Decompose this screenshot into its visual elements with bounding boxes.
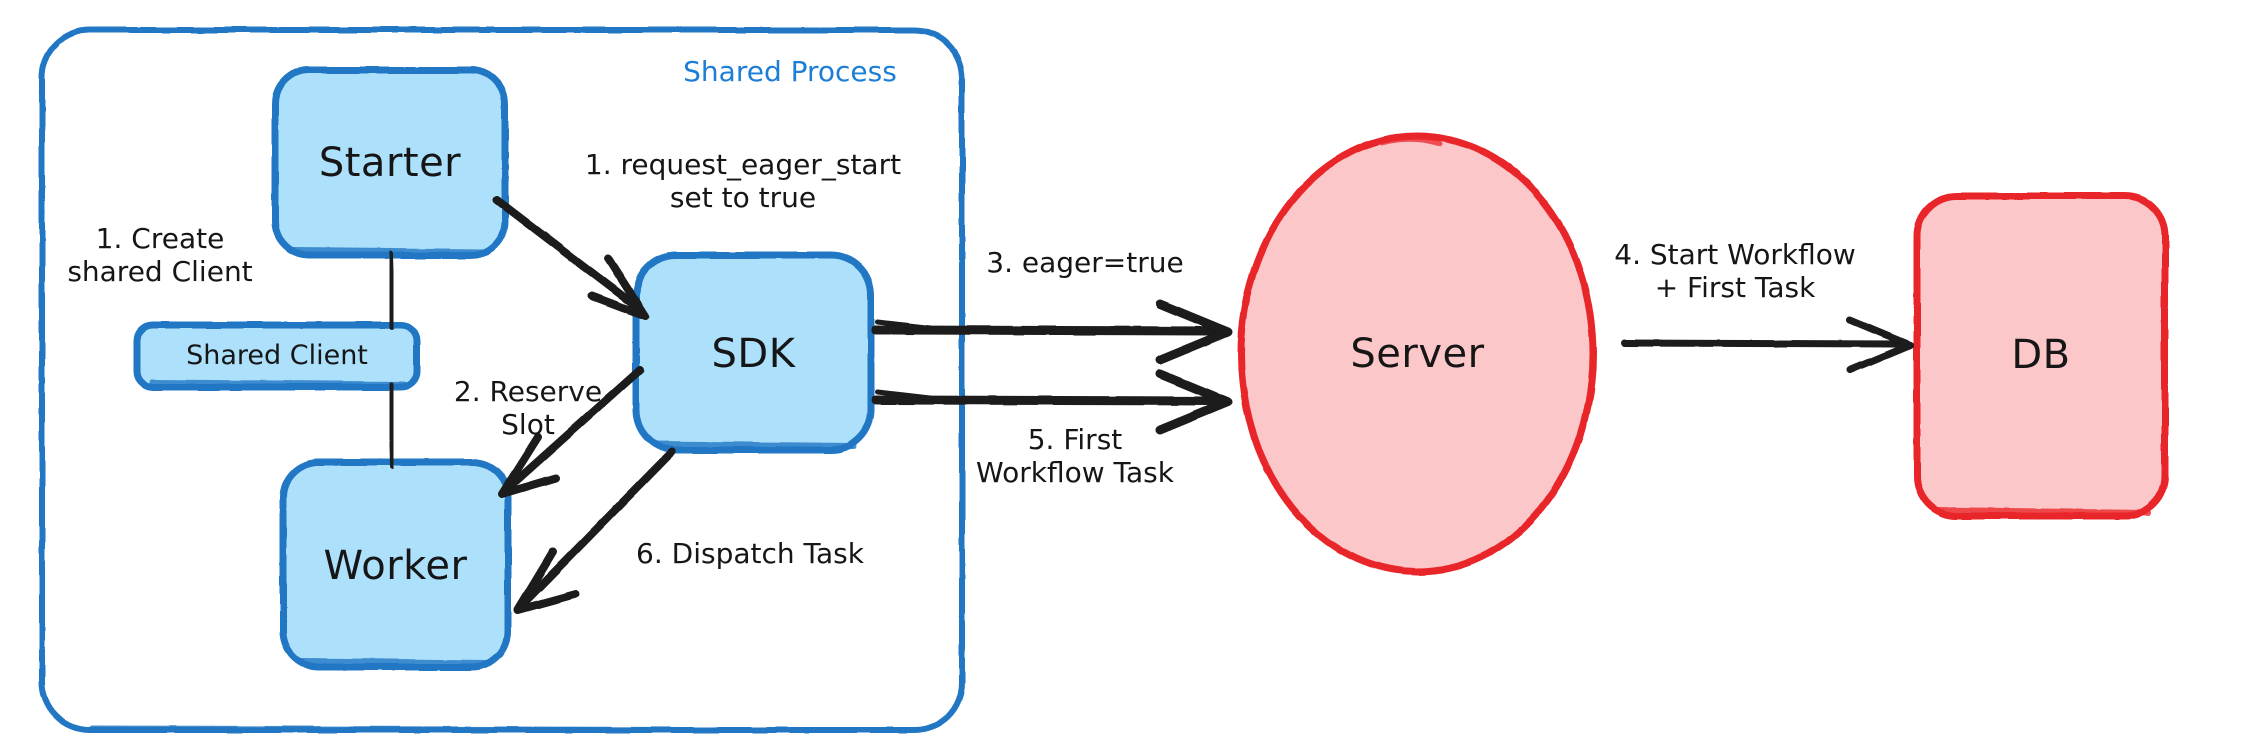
edge-start-workflow [1621,316,1914,374]
edge-create-shared-client [387,251,396,469]
node-sdk[interactable] [632,251,875,454]
hitbox-node-db[interactable] [1917,196,2165,516]
node-shared-client[interactable] [133,321,421,391]
node-server[interactable] [1237,132,1597,576]
hitbox-node-worker[interactable] [283,462,508,667]
hitbox-node-server[interactable] [1241,136,1593,572]
node-db[interactable] [1913,192,2169,520]
edge-eager-true [871,299,1233,365]
hitbox-node-shared-client[interactable] [137,325,417,387]
edge-dispatch-task [514,448,676,614]
hitbox-node-sdk[interactable] [636,255,871,450]
edge-request-eager-start [493,196,649,320]
edge-first-workflow-task [871,369,1233,435]
hitbox-node-starter[interactable] [275,70,505,255]
edge-reserve-slot [498,366,644,498]
